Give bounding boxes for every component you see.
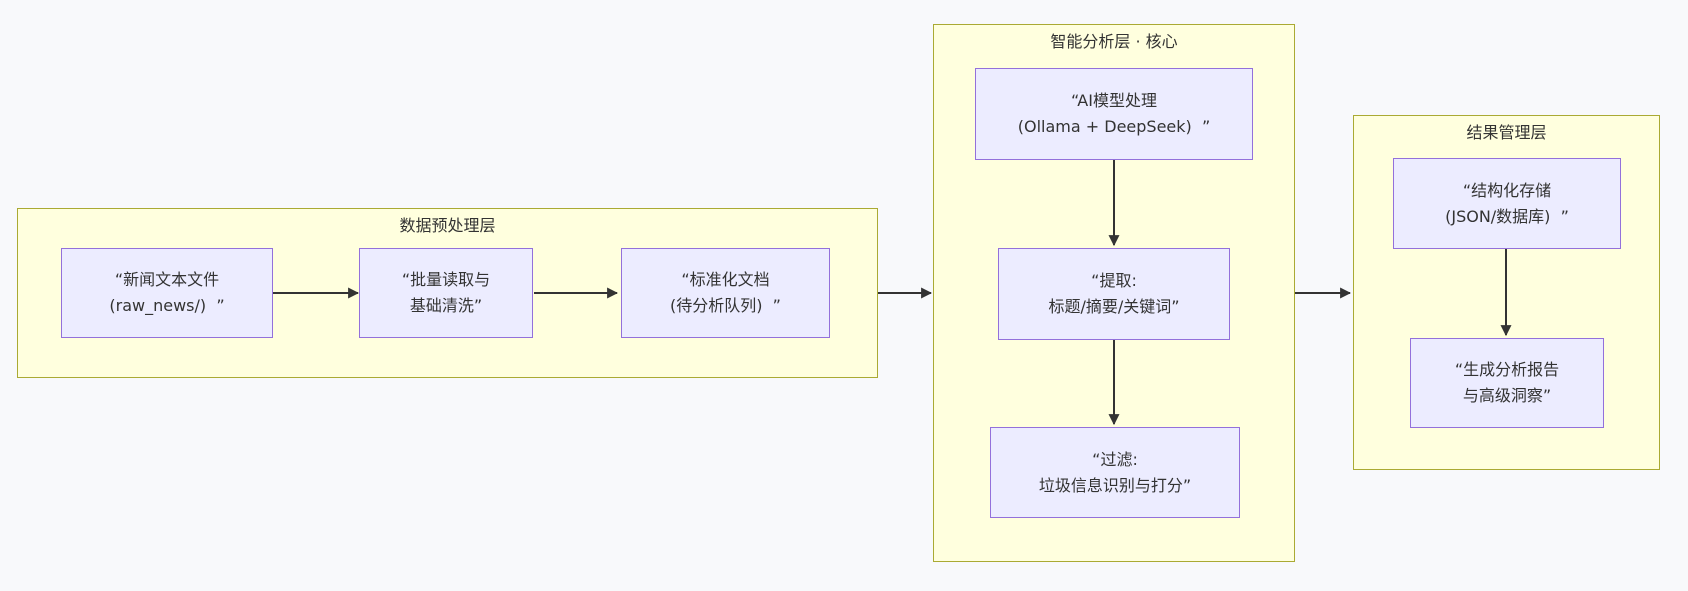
node-filter: “过滤: 垃圾信息识别与打分” (990, 427, 1240, 518)
node-extract: “提取: 标题/摘要/关键词” (998, 248, 1230, 340)
node-news-text-files-line1: “新闻文本文件 (114, 270, 220, 289)
cluster-data-preprocessing-title: 数据预处理层 (399, 216, 496, 235)
node-ai-model-processing-line1: “AI模型处理 (1071, 91, 1157, 110)
node-structured-storage: “结构化存储 (JSON/数据库) ” (1393, 158, 1621, 249)
node-extract-line2: 标题/摘要/关键词” (1048, 297, 1180, 316)
node-ai-model-processing-line2: (Ollama + DeepSeek) ” (1017, 117, 1211, 136)
node-structured-storage-line2: (JSON/数据库) ” (1445, 206, 1569, 226)
node-extract-line1: “提取: (1091, 271, 1137, 290)
node-filter-line1: “过滤: (1092, 449, 1138, 469)
node-standardized-docs-line1: “标准化文档 (681, 270, 770, 289)
node-analysis-report: “生成分析报告 与高级洞察” (1410, 338, 1604, 428)
node-batch-read-clean-line1: “批量读取与 (401, 270, 491, 289)
node-filter-line2: 垃圾信息识别与打分” (1038, 475, 1192, 495)
node-analysis-report-line2: 与高级洞察” (1462, 386, 1552, 405)
node-ai-model-processing: “AI模型处理 (Ollama + DeepSeek) ” (975, 68, 1253, 160)
cluster-result-management-title: 结果管理层 (1466, 123, 1547, 142)
node-news-text-files-line2: (raw_news/) ” (109, 296, 225, 315)
node-analysis-report-line1: “生成分析报告 (1454, 360, 1560, 379)
node-news-text-files: “新闻文本文件 (raw_news/) ” (61, 248, 273, 338)
node-standardized-docs-line2: (待分析队列) ” (670, 296, 781, 315)
node-structured-storage-line1: “结构化存储 (1462, 180, 1552, 200)
node-batch-read-clean: “批量读取与 基础清洗” (359, 248, 533, 338)
node-batch-read-clean-line2: 基础清洗” (409, 296, 483, 315)
node-standardized-docs: “标准化文档 (待分析队列) ” (621, 248, 830, 338)
cluster-intelligent-analysis-title: 智能分析层 · 核心 (1050, 32, 1178, 51)
